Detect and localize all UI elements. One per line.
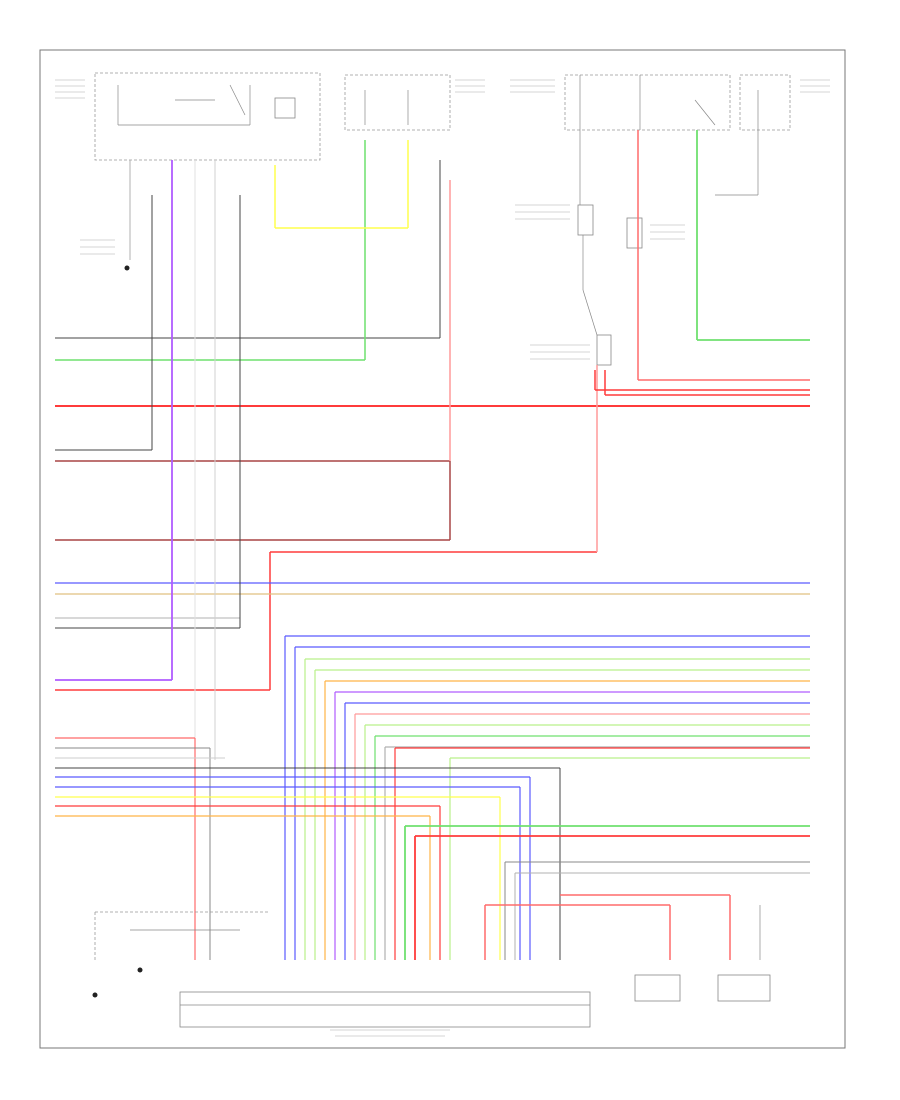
ecm-wire-bundle <box>55 635 810 960</box>
top-middle-fuse-block <box>344 74 451 131</box>
diagram-frame <box>39 49 846 1049</box>
top-right-fuse-block <box>564 74 791 196</box>
small-print-marks <box>55 79 830 1037</box>
bottom-left-connector <box>92 911 270 998</box>
ground-symbol-top <box>124 265 130 271</box>
mid-wires <box>55 130 810 760</box>
top-left-component-box <box>94 72 321 161</box>
right-relays <box>577 130 643 366</box>
bottom-right-sensors <box>634 905 771 1002</box>
ecm-connector <box>179 991 591 1028</box>
